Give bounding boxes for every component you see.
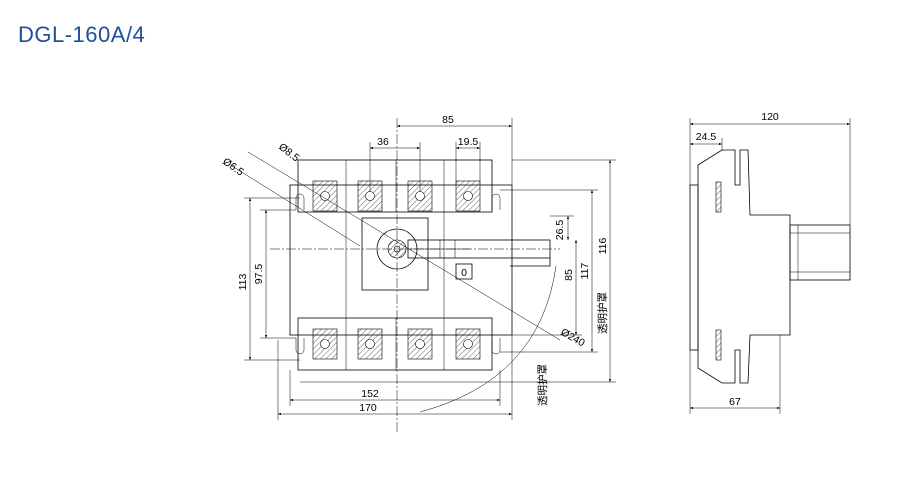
dim-overall-pitch: 85	[442, 114, 454, 126]
dim-overall-width: 170	[359, 402, 377, 414]
drawing-title: DGL-160A/4	[18, 22, 146, 47]
radius-arc	[419, 265, 557, 413]
position-indicator-label: 0	[461, 267, 467, 279]
terminal-lower-1	[312, 328, 338, 360]
side-view	[689, 149, 851, 384]
side-dimensions: 120 24.5 67	[689, 111, 851, 414]
dim-radius: Ø240	[559, 326, 587, 349]
side-handle	[789, 224, 851, 281]
dim-mount-width: 152	[361, 388, 379, 400]
terminal-upper-4	[455, 180, 481, 212]
dim-cover-height: 116	[597, 237, 609, 254]
dim-handle-height: 85	[563, 269, 575, 281]
dim-small-hole: Ø6.5	[220, 156, 246, 179]
front-view: 0	[231, 118, 561, 432]
dim-body-height: 117	[579, 262, 591, 279]
mount-slot	[295, 338, 305, 355]
dim-mount-inner: 97.5	[253, 264, 265, 285]
mechanism-block	[361, 217, 429, 291]
terminal-lower-3	[407, 328, 433, 360]
position-indicator	[455, 263, 473, 280]
dim-mount-outer: 113	[237, 273, 249, 290]
dim-side-base-depth: 67	[729, 396, 741, 408]
terminal-lower-4	[455, 328, 481, 360]
terminal-lower-2	[357, 328, 383, 360]
dim-cover-label-bottom: 透明护罩	[536, 364, 549, 406]
dim-terminal-width: 19.5	[458, 136, 479, 148]
terminal-upper-1	[312, 180, 338, 212]
mount-slot	[491, 338, 501, 355]
dim-side-front-offset: 24.5	[696, 131, 717, 143]
mount-slot	[295, 193, 305, 210]
dim-handle-offset: 26.5	[554, 220, 566, 241]
dim-pole-pitch: 36	[377, 136, 389, 148]
mount-slot	[491, 193, 501, 210]
dim-side-depth: 120	[761, 111, 779, 123]
dim-cover-label-right: 透明护罩	[596, 292, 609, 334]
